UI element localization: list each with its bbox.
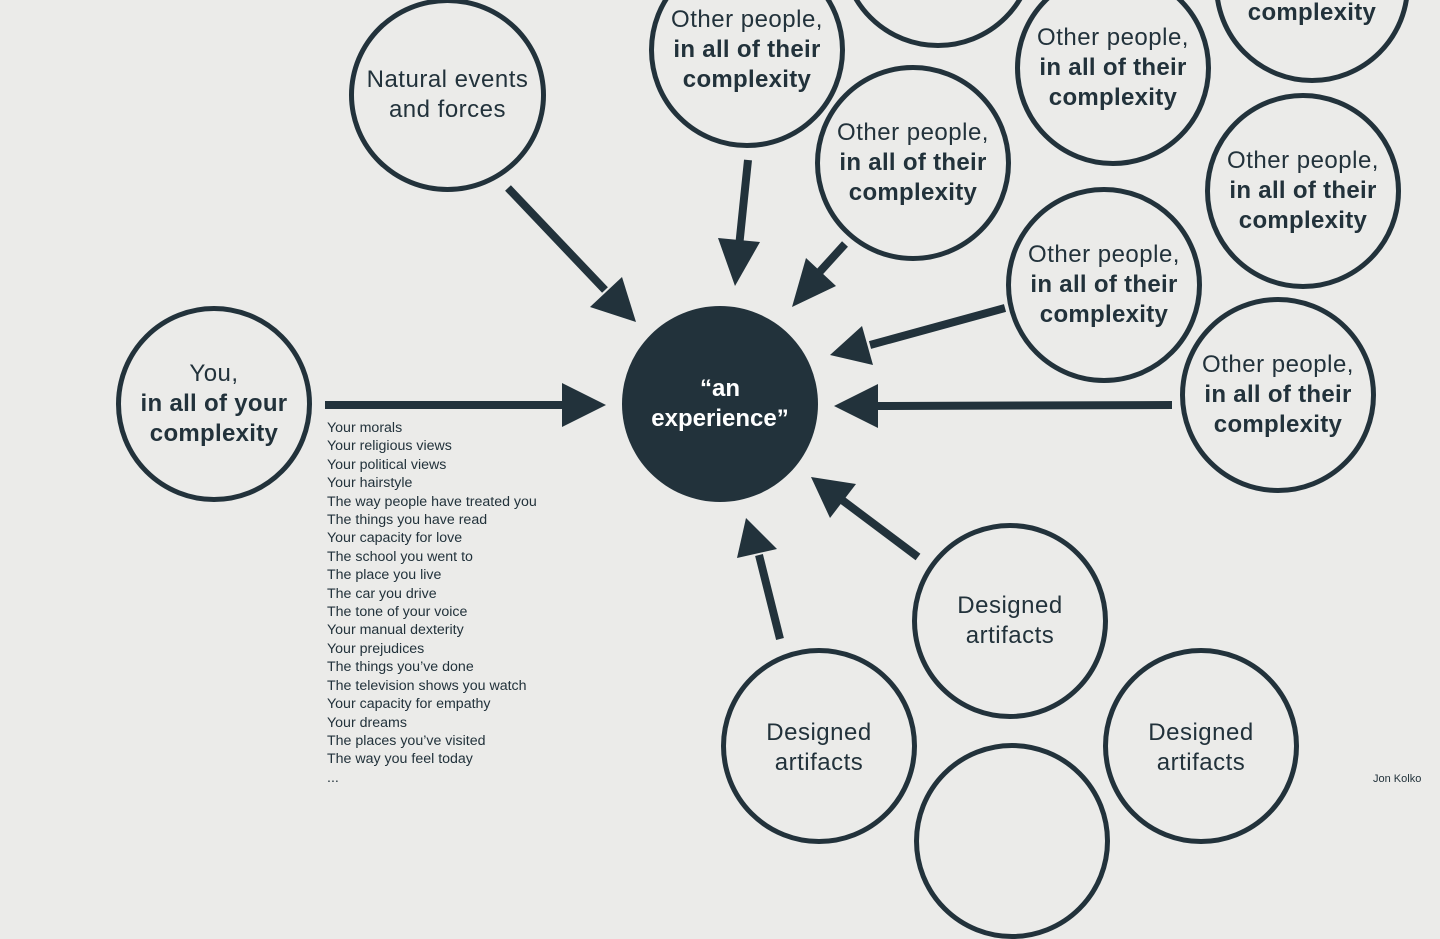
arrow-from-other-people bbox=[792, 241, 848, 307]
other-people-label-line-2: in all of their bbox=[1204, 381, 1352, 408]
artifacts-label-line-1: Designed bbox=[957, 592, 1063, 619]
personal-factor-item: Your religious views bbox=[327, 438, 452, 455]
you-node: You, in all of your complexity bbox=[116, 306, 312, 502]
author-credit: Jon Kolko bbox=[1373, 773, 1422, 785]
designed-artifacts-node: Designed artifacts bbox=[912, 523, 1108, 719]
personal-factor-item: The school you went to bbox=[327, 548, 473, 565]
other-people-label-line-2: in all of their bbox=[839, 149, 987, 176]
other-people-label-line-2: in all of their bbox=[1030, 271, 1178, 298]
other-people-label-line-3: complexity bbox=[1213, 411, 1343, 438]
other-people-label-line-2: in all of their bbox=[1229, 177, 1377, 204]
arrow-from-designed-artifacts bbox=[737, 518, 784, 640]
personal-factor-item: Your morals bbox=[327, 420, 403, 436]
artifacts-label-line-2: artifacts bbox=[774, 749, 864, 776]
personal-factor-item: The way you feel today bbox=[327, 751, 473, 768]
personal-factor-item: The things you have read bbox=[327, 512, 488, 529]
experience-diagram: “an experience” You, in all of your comp… bbox=[116, 0, 1422, 939]
other-people-node: Other people, in all of their complexity bbox=[815, 65, 1011, 261]
personal-factor-item: The tone of your voice bbox=[327, 604, 468, 621]
personal-factor-item: Your hairstyle bbox=[327, 475, 413, 492]
you-label-line-2: in all of your bbox=[140, 390, 288, 417]
arrow-from-designed-artifacts bbox=[811, 477, 921, 561]
other-people-label-line-3: complexity bbox=[848, 179, 978, 206]
other-people-node: Other people, in all of their complexity bbox=[1180, 297, 1376, 493]
artifacts-label-line-1: Designed bbox=[766, 719, 872, 746]
personal-factor-item: The car you drive bbox=[327, 585, 437, 602]
other-people-node: Other people, in all of their complexity bbox=[649, 0, 845, 148]
you-label-line-1: You, bbox=[189, 360, 239, 387]
designed-artifacts-node-partial bbox=[914, 743, 1110, 939]
natural-label-line-1: Natural events bbox=[366, 66, 529, 93]
other-people-label-line-3: complexity bbox=[1247, 0, 1377, 26]
personal-factor-item: Your manual dexterity bbox=[327, 622, 464, 639]
experience-center-node: “an experience” bbox=[622, 306, 818, 502]
personal-factor-item: Your capacity for empathy bbox=[327, 696, 491, 713]
other-people-label-line-3: complexity bbox=[682, 66, 812, 93]
personal-factor-item: The television shows you watch bbox=[327, 677, 527, 694]
other-people-label-line-3: complexity bbox=[1048, 84, 1178, 111]
center-label-line-2: experience” bbox=[651, 405, 789, 432]
arrows-layer bbox=[325, 159, 1173, 640]
personal-factor-item: ... bbox=[327, 769, 339, 786]
center-label-line-1: “an bbox=[699, 375, 740, 402]
arrow-from-you bbox=[325, 383, 606, 427]
personal-factor-item: The place you live bbox=[327, 567, 442, 584]
natural-events-node: Natural events and forces bbox=[349, 0, 546, 192]
arrow-from-other-people bbox=[830, 304, 1007, 365]
other-people-label-line-1: Other people, bbox=[1227, 147, 1379, 174]
other-people-label-line-2: in all of their bbox=[1039, 54, 1187, 81]
artifacts-label-line-2: artifacts bbox=[1156, 749, 1246, 776]
personal-factor-item: Your political views bbox=[327, 456, 447, 473]
personal-factor-item: The places you’ve visited bbox=[327, 732, 486, 749]
arrow-from-natural-events bbox=[505, 185, 636, 322]
personal-factor-item: Your dreams bbox=[327, 714, 407, 731]
other-people-label-line-1: Other people, bbox=[1037, 24, 1189, 51]
other-people-label-line-3: complexity bbox=[1238, 207, 1368, 234]
other-people-label-line-3: complexity bbox=[1039, 301, 1169, 328]
natural-label-line-2: and forces bbox=[388, 96, 507, 123]
other-people-node: Other people, in all of their complexity bbox=[1006, 187, 1202, 383]
personal-factor-item: The way people have treated you bbox=[327, 493, 537, 510]
personal-factor-item: The things you’ve done bbox=[327, 659, 474, 676]
other-people-label-line-2: in all of their bbox=[673, 36, 821, 63]
other-people-node: Other people, in all of their complexity bbox=[1205, 93, 1401, 289]
other-people-label-line-1: Other people, bbox=[1202, 351, 1354, 378]
designed-artifacts-node: Designed artifacts bbox=[721, 648, 917, 844]
you-label-line-3: complexity bbox=[149, 420, 279, 447]
artifacts-label-line-1: Designed bbox=[1148, 719, 1254, 746]
other-people-label-line-1: Other people, bbox=[1028, 241, 1180, 268]
personal-factor-item: Your capacity for love bbox=[327, 530, 463, 547]
other-people-label-line-1: Other people, bbox=[671, 6, 823, 33]
other-people-label-line-1: Other people, bbox=[837, 119, 989, 146]
designed-artifacts-node: Designed artifacts bbox=[1103, 648, 1299, 844]
arrow-from-other-people bbox=[834, 384, 1173, 428]
personal-factor-item: Your prejudices bbox=[327, 640, 425, 657]
artifacts-label-line-2: artifacts bbox=[965, 622, 1055, 649]
arrow-from-other-people bbox=[718, 159, 760, 286]
other-people-node: Other people, in all of their complexity bbox=[1015, 0, 1211, 166]
